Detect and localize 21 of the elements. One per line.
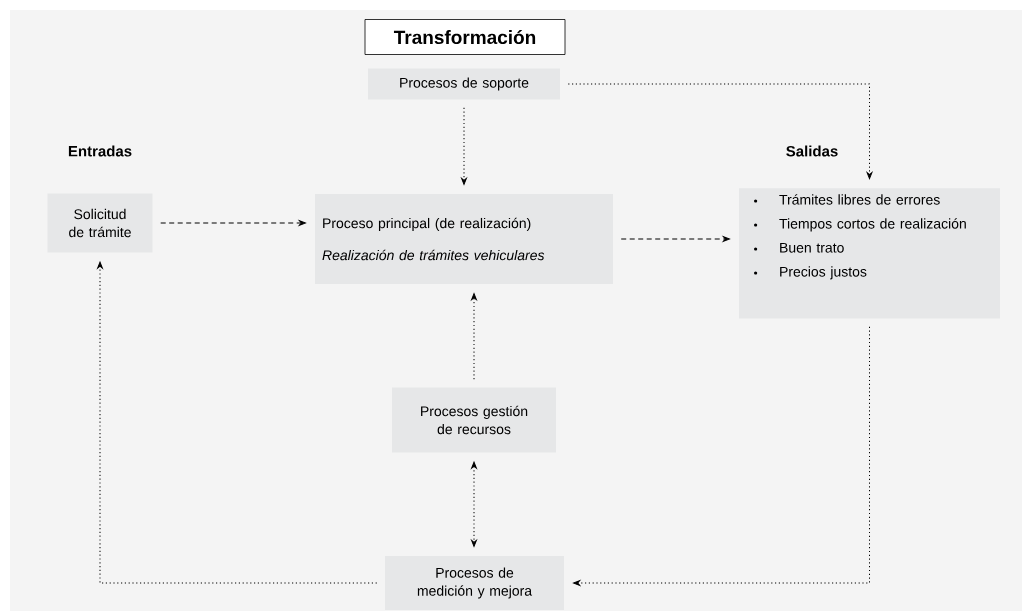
- arrow: [567, 83, 873, 180]
- node-label: Trámites libres de errores: [779, 194, 940, 205]
- node-label: Precios justos: [780, 266, 867, 280]
- process-box: Procesos de medición y mejora: [385, 556, 564, 610]
- process-box: Procesos gestión de recursos: [392, 387, 556, 453]
- heading: Entradas: [68, 145, 132, 157]
- arrow: [471, 461, 477, 547]
- arrow: [620, 236, 730, 242]
- node-label: Buen trato: [780, 242, 844, 253]
- process-box: Proceso principal (de realización) Realización de trámites vehiculares: [315, 194, 613, 284]
- arrow: [461, 107, 467, 185]
- arrow: [160, 220, 306, 226]
- arrow: [573, 326, 870, 586]
- heading: Salidas: [786, 145, 838, 157]
- arrow: [97, 261, 378, 584]
- process-box: Trámites libres de errores Tiempos cortos de realización Buen trato Precios justos: [739, 188, 1000, 319]
- process-box: Solicitud de trámite: [47, 193, 153, 253]
- process-box: Procesos de soporte: [368, 68, 560, 100]
- title-box: Transformación: [364, 19, 566, 55]
- arrow: [471, 293, 477, 380]
- node-label: Tiempos cortos de realización: [779, 218, 966, 232]
